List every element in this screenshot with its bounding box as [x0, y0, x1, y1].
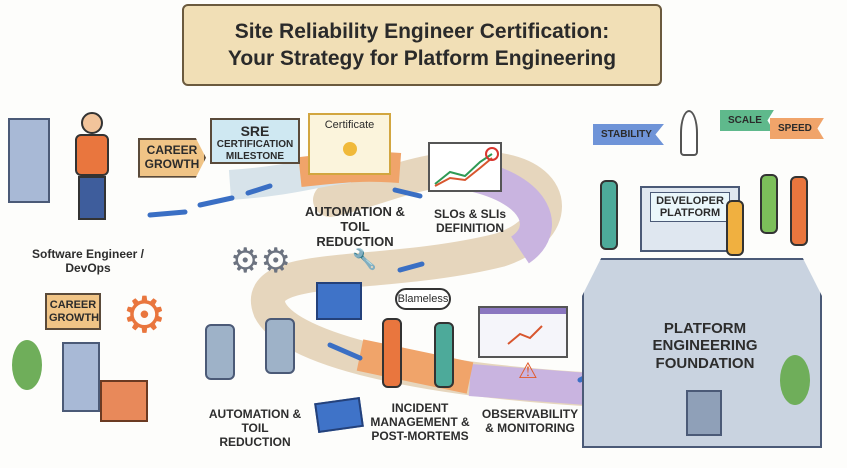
certificate-title: Certificate — [324, 119, 375, 131]
title-banner: Site Reliability Engineer Certification:… — [182, 4, 662, 86]
title-line-2: Your Strategy for Platform Engineering — [227, 47, 617, 70]
orange-building-icon — [100, 380, 148, 422]
stage-slos: SLOs & SLIs DEFINITION — [433, 207, 507, 235]
medal-icon — [342, 141, 357, 156]
start-label: Software Engineer / DevOps — [31, 247, 145, 275]
dashboard-icon — [478, 306, 568, 358]
stage-observability: OBSERVABILITY & MONITORING — [481, 407, 579, 435]
wrench-icon: 🔧 — [352, 249, 377, 271]
stage-automation-top: AUTOMATION & TOIL REDUCTION — [305, 204, 405, 249]
gear-orange-icon: ⚙ — [122, 287, 167, 343]
office-building-icon — [8, 118, 50, 203]
developer-platform-console: DEVELOPER PLATFORM — [640, 186, 740, 252]
blueprint-icon-2 — [314, 396, 364, 434]
sre-milestone-sign: SRE CERTIFICATION MILESTONE — [210, 118, 300, 164]
career-growth-sign-bottom: CAREER GROWTH — [45, 293, 101, 331]
engineer-figure-icon — [68, 112, 116, 230]
title-line-1: Site Reliability Engineer Certification: — [234, 19, 610, 43]
sre-title: SRE — [240, 123, 270, 139]
career-growth-sign: CAREER GROWTH — [138, 138, 206, 178]
stage-incident: INCIDENT MANAGEMENT & POST-MORTEMS — [370, 401, 470, 443]
gears-icon: ⚙⚙ — [230, 242, 291, 280]
stage-automation-bottom: AUTOMATION & TOIL REDUCTION — [208, 407, 302, 449]
flag-scale: SCALE — [720, 110, 774, 131]
tree-icon-right — [780, 355, 810, 405]
sre-subtitle: CERTIFICATION MILESTONE — [216, 139, 294, 162]
blueprint-icon — [316, 282, 362, 320]
slo-chart-icon — [428, 142, 502, 192]
robots-icon — [195, 318, 305, 398]
platform-foundation-label: PLATFORM ENGINEERING FOUNDATION — [652, 320, 758, 372]
people-icon — [378, 318, 468, 393]
flag-stability: STABILITY — [593, 124, 664, 145]
building-door — [686, 390, 722, 436]
warning-icon: ⚠ — [518, 358, 538, 383]
tree-icon — [12, 340, 42, 390]
certificate: Certificate — [308, 113, 391, 175]
speech-bubble: Blameless — [395, 288, 451, 310]
developer-platform-screen: DEVELOPER PLATFORM — [650, 192, 730, 222]
flag-speed: SPEED — [770, 118, 824, 139]
team-icon — [600, 170, 830, 260]
building-icon — [62, 342, 100, 412]
rocket-icon — [680, 110, 698, 156]
